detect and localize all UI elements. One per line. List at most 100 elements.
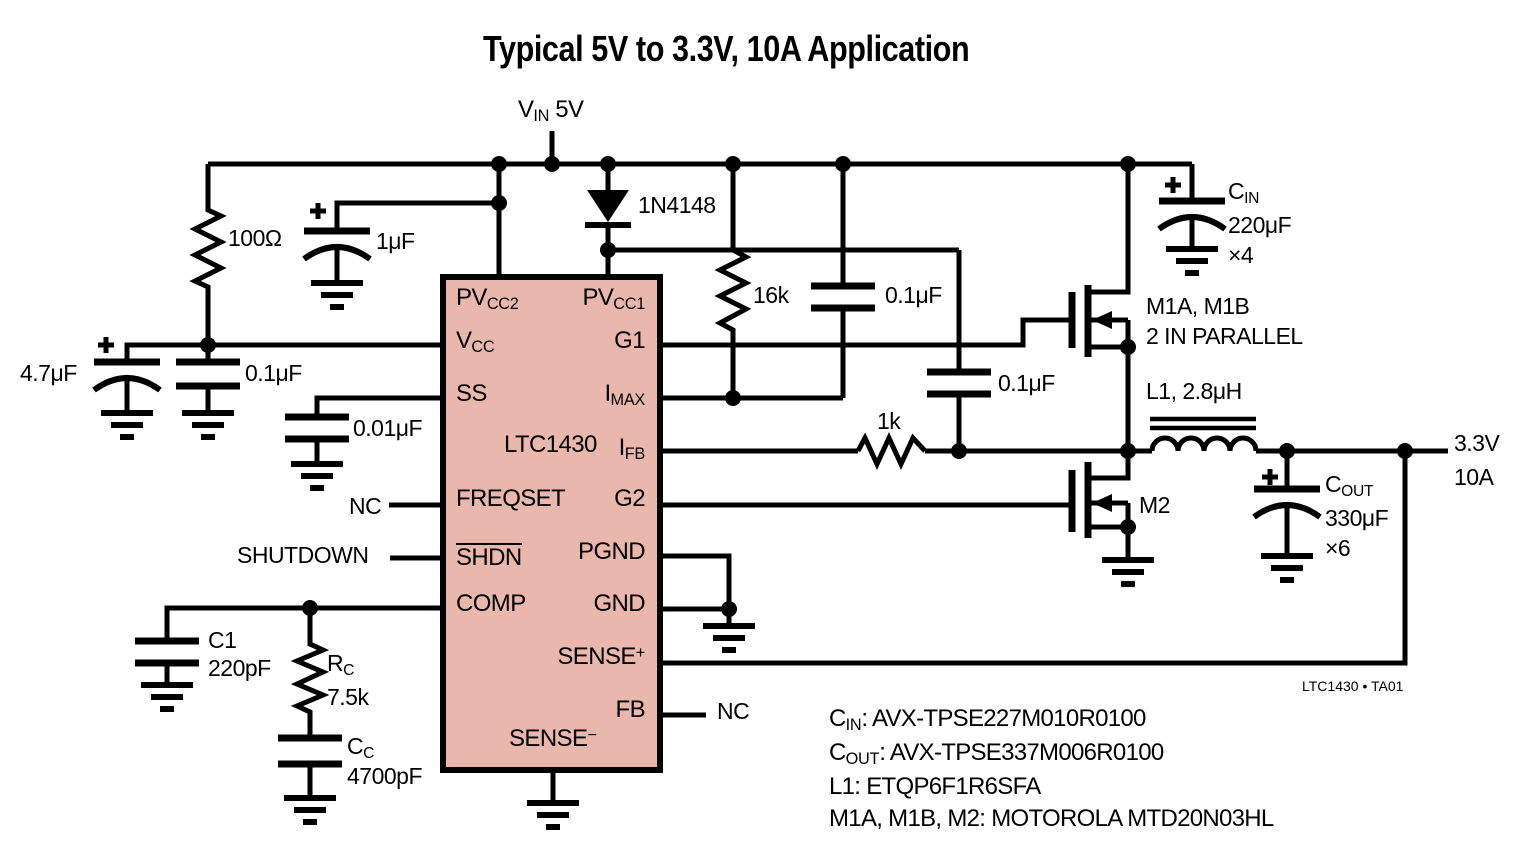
cap-4p7uf-label: 4.7μF [20, 360, 77, 386]
cap-0p1uf-vcc-plates [176, 358, 240, 390]
m1-body-arrow [1092, 311, 1112, 329]
pin-ss: SS [456, 380, 487, 407]
ground-sense-minus [527, 800, 579, 830]
cap-1uf-arc [302, 244, 372, 262]
junction-dot [725, 156, 741, 172]
cout-value: 330μF [1325, 505, 1389, 531]
cap-cin-arc [1157, 214, 1227, 232]
pin-gnd: GND [593, 590, 645, 617]
junction-dot [1120, 339, 1136, 355]
m1-name: M1A, M1B [1146, 293, 1250, 319]
wire-g1 [660, 317, 1070, 348]
cc-value: 4700pF [347, 763, 423, 789]
resistor-100ohm-label: 100Ω [228, 225, 282, 251]
pin-g1: G1 [614, 327, 645, 354]
junction-dot [544, 156, 560, 172]
junction-dot [600, 156, 616, 172]
cap-0p01uf-label: 0.01μF [353, 415, 423, 441]
pin-shdn: SHDN [456, 543, 522, 571]
resistor-16k [714, 164, 752, 398]
cap-c1-plates [135, 637, 199, 667]
pin-pvcc2: PVCC2 [456, 284, 519, 313]
cin-qty: ×4 [1228, 242, 1254, 268]
pin-imax: IMAX [604, 380, 645, 409]
inductor-label: L1, 2.8μH [1146, 378, 1242, 404]
chip-part-number: LTC1430 [504, 431, 597, 458]
resistor-16k-label: 16k [753, 282, 789, 308]
plus-icon-cin [1165, 177, 1181, 193]
cin-name: CIN [1228, 178, 1260, 207]
pin-freqset: FREQSET [456, 485, 566, 512]
note-cout: COUT: AVX-TPSE337M006R0100 [829, 739, 1164, 768]
junction-dot [1279, 443, 1295, 459]
plus-icon-4p7uf [98, 337, 114, 353]
note-l1: L1: ETQP6F1R6SFA [829, 773, 1041, 800]
junction-dot [835, 156, 851, 172]
cap-imax-label: 0.1μF [885, 282, 942, 308]
nc-fb-label: NC [717, 698, 750, 724]
m2-body-arrow [1092, 494, 1112, 512]
cout-label: COUT 330μF ×6 [1325, 469, 1389, 563]
junction-dot [200, 337, 216, 353]
pin-comp: COMP [456, 590, 526, 617]
cap-cc-plates [278, 734, 342, 768]
wire-sense-plus [660, 451, 1408, 666]
vin-label: VIN 5V [518, 96, 584, 125]
wire-comp [164, 605, 443, 641]
cin-label: CIN 220μF ×4 [1228, 176, 1292, 270]
cap-boost-label: 0.1μF [998, 370, 1055, 396]
pin-pgnd: PGND [578, 538, 646, 565]
cap-boost-plates [927, 368, 991, 398]
resistor-rc [290, 608, 330, 738]
ground-cc [284, 795, 336, 825]
c1-label: C1 220pF [208, 626, 271, 682]
note-mosfets: M1A, M1B, M2: MOTOROLA MTD20N03HL [829, 805, 1274, 832]
cap-0p1uf-vcc-label: 0.1μF [245, 360, 302, 386]
nc-freqset-label: NC [349, 493, 382, 519]
component-notes: CIN: AVX-TPSE227M010R0100 COUT: AVX-TPSE… [829, 703, 1274, 835]
m2-label: M2 [1139, 492, 1170, 518]
diode-label: 1N4148 [638, 192, 716, 218]
wire-1uf-branch [334, 200, 499, 231]
m2-drain [1090, 451, 1131, 481]
inductor-core [1150, 416, 1256, 431]
ground-m2 [1102, 557, 1154, 587]
pin-g2: G2 [614, 485, 645, 512]
rc-value: 7.5k [327, 684, 369, 710]
cin-value: 220μF [1228, 212, 1292, 238]
diode-triangle [587, 190, 629, 222]
ground-cin [1166, 246, 1218, 276]
junction-dot [491, 156, 507, 172]
ground-cout [1261, 553, 1313, 583]
wire-ss [314, 395, 443, 417]
output-current: 10A [1454, 464, 1494, 490]
junction-dot [725, 390, 741, 406]
note-cin: CIN: AVX-TPSE227M010R0100 [829, 705, 1146, 734]
ground-1uf [311, 280, 363, 310]
junction-dot [721, 601, 737, 617]
junction-dot [491, 195, 507, 211]
cc-label: CC 4700pF [347, 733, 423, 790]
output-label: 3.3V 10A [1454, 426, 1500, 494]
resistor-100ohm [189, 164, 227, 345]
ground-4p7uf [101, 410, 153, 440]
pin-sense-plus: SENSE+ [557, 643, 645, 670]
ground-0p1uf-vcc [182, 410, 234, 440]
plus-icon-cout [1262, 469, 1278, 485]
cap-imax-plates [811, 282, 875, 312]
c1-name: C1 [208, 627, 237, 653]
pin-sense-minus: SENSE− [509, 725, 597, 752]
wire-vcc [124, 342, 443, 362]
cout-qty: ×6 [1325, 535, 1351, 561]
cc-name: CC [347, 733, 375, 762]
pin-vcc: VCC [456, 327, 495, 356]
junction-dot [1120, 519, 1136, 535]
junction-dot [951, 443, 967, 459]
pin-fb: FB [615, 696, 646, 723]
junction-dot [1120, 443, 1136, 459]
ground-ss-cap [291, 461, 343, 491]
cap-cout-arc [1252, 502, 1322, 520]
output-voltage: 3.3V [1454, 430, 1500, 456]
rc-label: RC 7.5k [327, 648, 369, 712]
